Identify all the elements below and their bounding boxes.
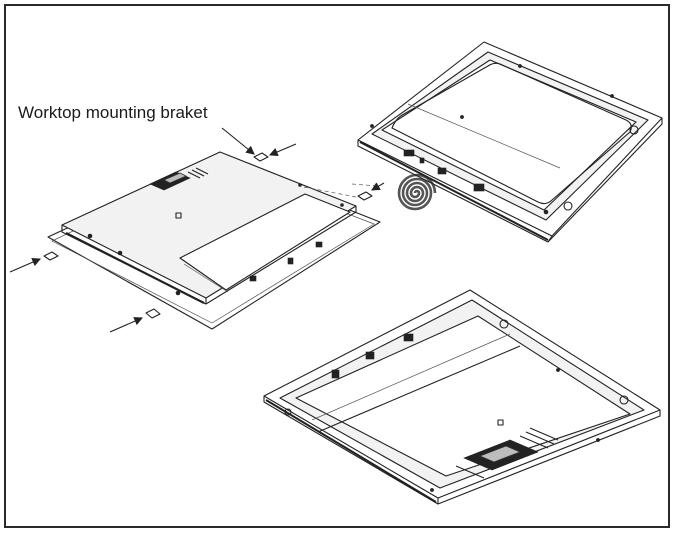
bracket-bottom [109,308,161,333]
right-hob-underside [263,289,661,505]
bracket-left [9,251,59,273]
right-hob-frame [357,41,663,243]
bracket-top [221,127,297,162]
spring-icon [397,173,437,211]
right-hob-vent [455,427,559,479]
worktop-mounting-bracket-label: Worktop mounting braket [18,103,208,122]
bracket-right [303,182,385,201]
left-hob-underside [47,151,381,330]
left-hob-vent [149,167,209,191]
